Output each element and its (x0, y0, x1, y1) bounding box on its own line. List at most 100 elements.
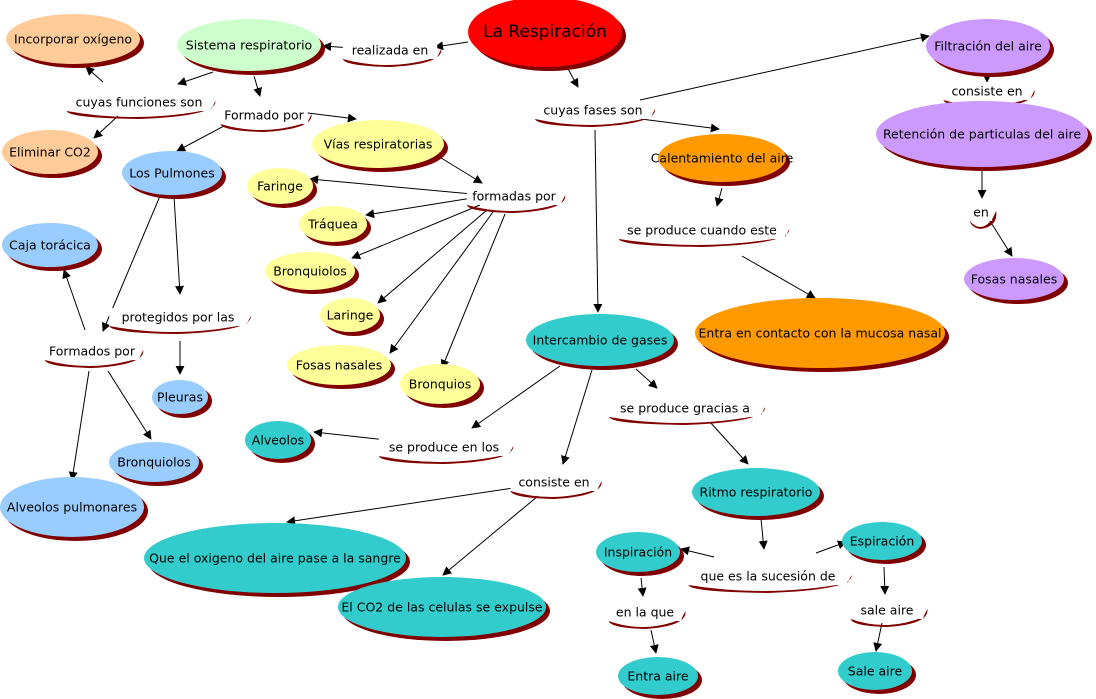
concept-node-incorporar: Incorporar oxígeno (6, 14, 144, 68)
edge (635, 368, 658, 389)
edge (93, 115, 119, 139)
linking-phrase-shadow (342, 49, 442, 67)
edge (286, 486, 521, 526)
node-ellipse (596, 532, 680, 572)
linking-phrase-shadow (109, 316, 251, 334)
linking-phrase-shadow (850, 609, 928, 627)
node-label: Sistema respiratorio (186, 38, 312, 53)
linking-phrase-shadow (535, 109, 656, 127)
linking-phrase-label: realizada en (352, 43, 429, 58)
node-ellipse (695, 298, 945, 368)
edge (365, 197, 473, 219)
node-ellipse (109, 442, 199, 482)
node-label: La Respiración (483, 22, 607, 42)
linking-phrase-label: consiste en (951, 84, 1022, 99)
node-ellipse (245, 421, 311, 459)
node-label: Fosas nasales (296, 358, 382, 373)
edge (173, 195, 184, 295)
edge (709, 421, 749, 465)
edge (107, 370, 152, 440)
node-label: Calentamiento del aire (651, 151, 794, 166)
concept-node-co2: El CO2 de las celulas se expulse (338, 577, 550, 641)
edge (873, 622, 883, 652)
concept-node-calentamiento: Calentamiento del aire (651, 134, 794, 186)
linking-phrase-formado: Formado por (220, 106, 312, 132)
node-label: Bronquios (409, 377, 472, 392)
edge (593, 129, 603, 313)
linking-phrase-consiste-int: consiste en (510, 473, 602, 499)
linking-phrase-background (378, 438, 510, 456)
node-label: Ritmo respiratorio (700, 485, 813, 500)
edge (68, 370, 90, 481)
node-label: Entra aire (627, 669, 688, 684)
linking-phrase-formados: Formados por (44, 342, 144, 368)
node-ellipse (526, 314, 674, 366)
edge (680, 546, 715, 558)
concept-node-filtracion: Filtración del aire (926, 19, 1054, 77)
linking-phrase-background (608, 603, 682, 621)
linking-phrase-la-que: en la que (608, 603, 686, 629)
linking-phrase-label: se produce cuando este (627, 223, 777, 238)
edge (309, 175, 473, 195)
node-ellipse (312, 120, 444, 168)
concept-node-sale: Sale aire (838, 652, 916, 694)
concept-node-vias: Vías respiratorias (312, 120, 448, 172)
concept-node-faringe: Faringe (247, 168, 317, 208)
linking-phrase-background (66, 93, 212, 111)
linking-phrase-background (969, 203, 993, 221)
edge (351, 204, 481, 260)
linking-phrase-fases: cuyas fases son (535, 101, 656, 127)
node-ellipse (838, 652, 912, 690)
linking-phrase-shadow (618, 229, 790, 247)
concept-node-eliminar: Eliminar CO2 (2, 130, 102, 178)
node-ellipse (177, 19, 321, 71)
linking-phrase-label: Formados por (49, 344, 136, 359)
concept-node-retencion: Retención de particulas del aire (876, 101, 1092, 171)
edge (714, 187, 724, 207)
linking-phrase-background (510, 473, 598, 491)
edge (989, 220, 1013, 257)
edge (566, 66, 579, 88)
linking-phrase-shadow (510, 481, 602, 499)
linking-phrase-background (535, 101, 651, 119)
linking-phrase-protegidos: protegidos por las (109, 308, 251, 334)
node-ellipse (926, 19, 1050, 73)
node-label: Tráquea (307, 217, 358, 232)
linking-phrase-shadow (466, 195, 566, 213)
linking-phrase-label: sale aire (861, 603, 914, 618)
concept-node-alveolos: Alveolos (245, 421, 315, 463)
node-label: Bronquiolos (117, 455, 191, 470)
concept-node-oxigeno: Que el oxigeno del aire pase a la sangre (144, 523, 410, 597)
node-ellipse (658, 134, 786, 182)
linking-phrase-label: se produce gracias a (620, 401, 750, 416)
linking-phrase-sale-aire: sale aire (850, 601, 928, 627)
node-label: Filtración del aire (934, 39, 1042, 54)
node-label: Caja torácica (9, 238, 91, 253)
concept-node-bronquiolos-y: Bronquiolos (265, 252, 359, 294)
linking-phrase-funciones: cuyas funciones son (66, 93, 216, 119)
linking-phrase-background (609, 399, 761, 417)
concept-node-espiracion: Espiración (842, 522, 926, 564)
connector-lines (62, 33, 1013, 654)
linking-phrase-formadas: formadas por (466, 187, 566, 213)
concept-node-entra: Entra aire (618, 657, 702, 699)
node-ellipse (122, 151, 222, 195)
node-label: Que el oxigeno del aire pase a la sangre (149, 551, 401, 566)
linking-phrase-background (342, 41, 438, 59)
linking-phrase-background (688, 567, 848, 585)
concept-node-sistema: Sistema respiratorio (177, 19, 325, 75)
linking-phrase-shadow (969, 211, 997, 229)
linking-phrase-sucesion: que es la sucesión de (688, 567, 852, 593)
edge (637, 577, 647, 597)
linking-phrase-label: protegidos por las (122, 310, 235, 325)
node-ellipse (6, 14, 140, 64)
edge (377, 209, 488, 304)
node-label: Incorporar oxígeno (14, 32, 132, 47)
node-label: Espiración (850, 534, 915, 549)
node-ellipse (299, 206, 367, 242)
concept-node-pleuras: Pleuras (152, 380, 212, 418)
linking-phrase-label: consiste en (518, 475, 589, 490)
edge (177, 71, 214, 86)
